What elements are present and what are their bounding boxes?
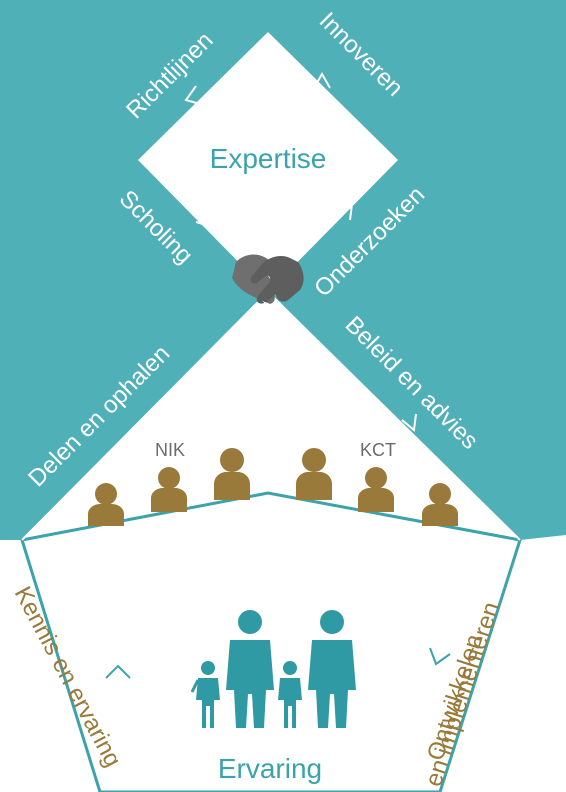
family-icon	[190, 610, 356, 728]
person-icon	[296, 448, 332, 500]
person-icon	[422, 483, 458, 526]
organization-people	[88, 448, 458, 526]
arrow-onderzoeken	[335, 202, 354, 221]
expertise-title: Expertise	[210, 143, 327, 174]
arrow-delen	[149, 399, 167, 419]
arrow-kennis	[105, 664, 131, 679]
person-icon	[214, 448, 250, 500]
arrow-richtlijnen	[184, 85, 201, 105]
person-icon	[358, 467, 394, 512]
label-nik: NIK	[155, 440, 185, 460]
organizations-area	[22, 292, 520, 540]
arrow-scholing	[195, 211, 212, 228]
person-icon	[88, 483, 124, 526]
expertise-diamond	[138, 32, 398, 292]
label-kct: KCT	[360, 440, 396, 460]
edge-right	[267, 291, 521, 541]
arrow-innoveren	[313, 71, 331, 89]
ervaring-title: Ervaring	[218, 753, 322, 784]
handshake-icon	[232, 254, 304, 321]
person-icon	[151, 467, 187, 512]
arrow-ontwikkelen	[429, 647, 451, 666]
ervaring-pentagon	[20, 491, 522, 792]
edge-left	[21, 291, 269, 541]
arrow-beleid	[401, 413, 417, 432]
